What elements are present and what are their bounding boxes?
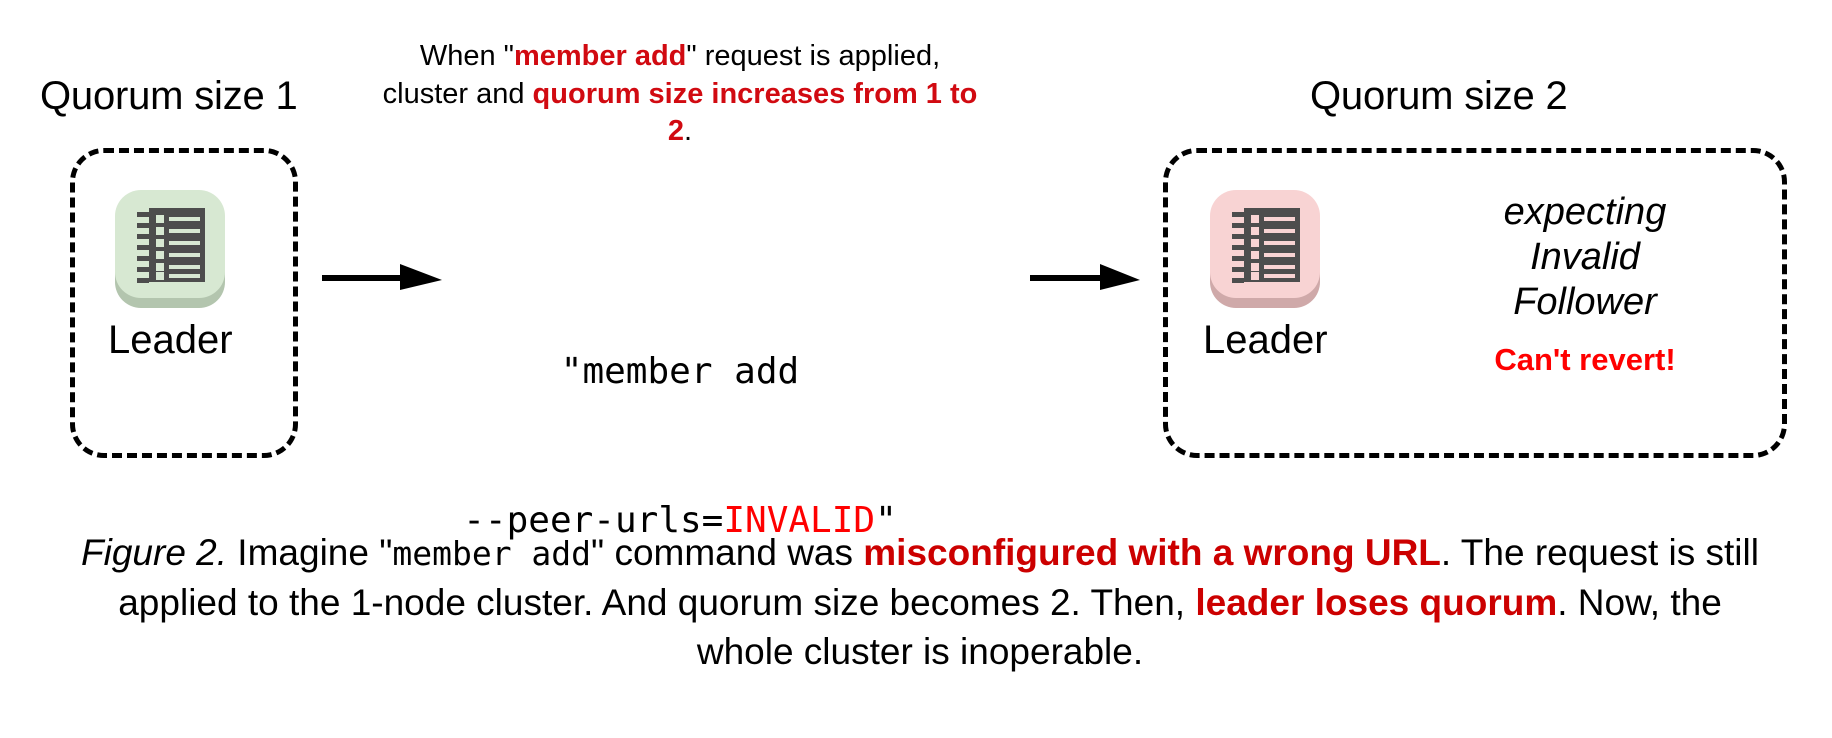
cluster-left-heading: Quorum size 1: [40, 74, 298, 118]
command-flag: --peer-urls=: [463, 500, 724, 542]
rack-body: [1244, 208, 1301, 282]
top-note-part1: When ": [419, 40, 514, 72]
tile-face: [1210, 190, 1321, 298]
arrow-right-icon: [322, 264, 442, 290]
node-right-label: Leader: [1203, 318, 1328, 362]
caption-highlight-misconfigured: misconfigured with a wrong URL: [863, 532, 1441, 573]
figure-label: Figure 2.: [81, 532, 228, 573]
caption-highlight-loses-quorum: leader loses quorum: [1195, 581, 1558, 623]
caption-seg-2: " command was: [591, 532, 864, 573]
status-line-1: expecting: [1503, 191, 1667, 233]
command-line-1: "member add: [560, 351, 800, 393]
command-closing-quote: ": [875, 500, 897, 542]
command-line-2: --peer-urls=INVALID": [455, 496, 905, 546]
cluster-left-boundary: [70, 148, 298, 458]
server-rack-icon: [1210, 190, 1321, 308]
command-text: "member add --peer-urls=INVALID": [455, 248, 905, 645]
rack-body: [149, 208, 206, 282]
arrow-right-icon: [1030, 264, 1140, 290]
status-warning: Can't revert!: [1494, 342, 1676, 378]
cluster-right-heading: Quorum size 2: [1310, 74, 1568, 118]
server-rack-icon: [115, 190, 226, 308]
command-invalid-value: INVALID: [723, 500, 876, 542]
caption-mono-member-add: member add: [392, 534, 592, 573]
top-note-part3: .: [684, 115, 693, 148]
top-note: When "member add" request is applied, cl…: [380, 38, 980, 151]
figure-caption: Figure 2. Imagine "member add" command w…: [70, 528, 1770, 677]
caption-seg-4: . Now, the whole cluster is inoperable.: [696, 581, 1722, 673]
caption-seg-1: Imagine ": [227, 532, 393, 573]
top-note-highlight-quorum: quorum size increases from 1 to 2: [532, 77, 978, 148]
top-note-highlight-member-add: member add: [513, 40, 687, 72]
top-note-part2: " request is applied, cluster and: [382, 40, 941, 110]
status-line-2: Invalid: [1530, 235, 1640, 278]
caption-seg-3: . The request is still applied to the 1-…: [118, 532, 1759, 623]
node-left-label: Leader: [108, 318, 233, 362]
cluster-right-status: expecting Invalid Follower Can't revert!: [1430, 190, 1740, 378]
node-right: Leader: [1203, 190, 1328, 360]
tile-face: [115, 190, 226, 298]
node-left: Leader: [108, 190, 233, 360]
status-line-3: Follower: [1513, 280, 1657, 323]
cluster-right-boundary: [1163, 148, 1787, 458]
